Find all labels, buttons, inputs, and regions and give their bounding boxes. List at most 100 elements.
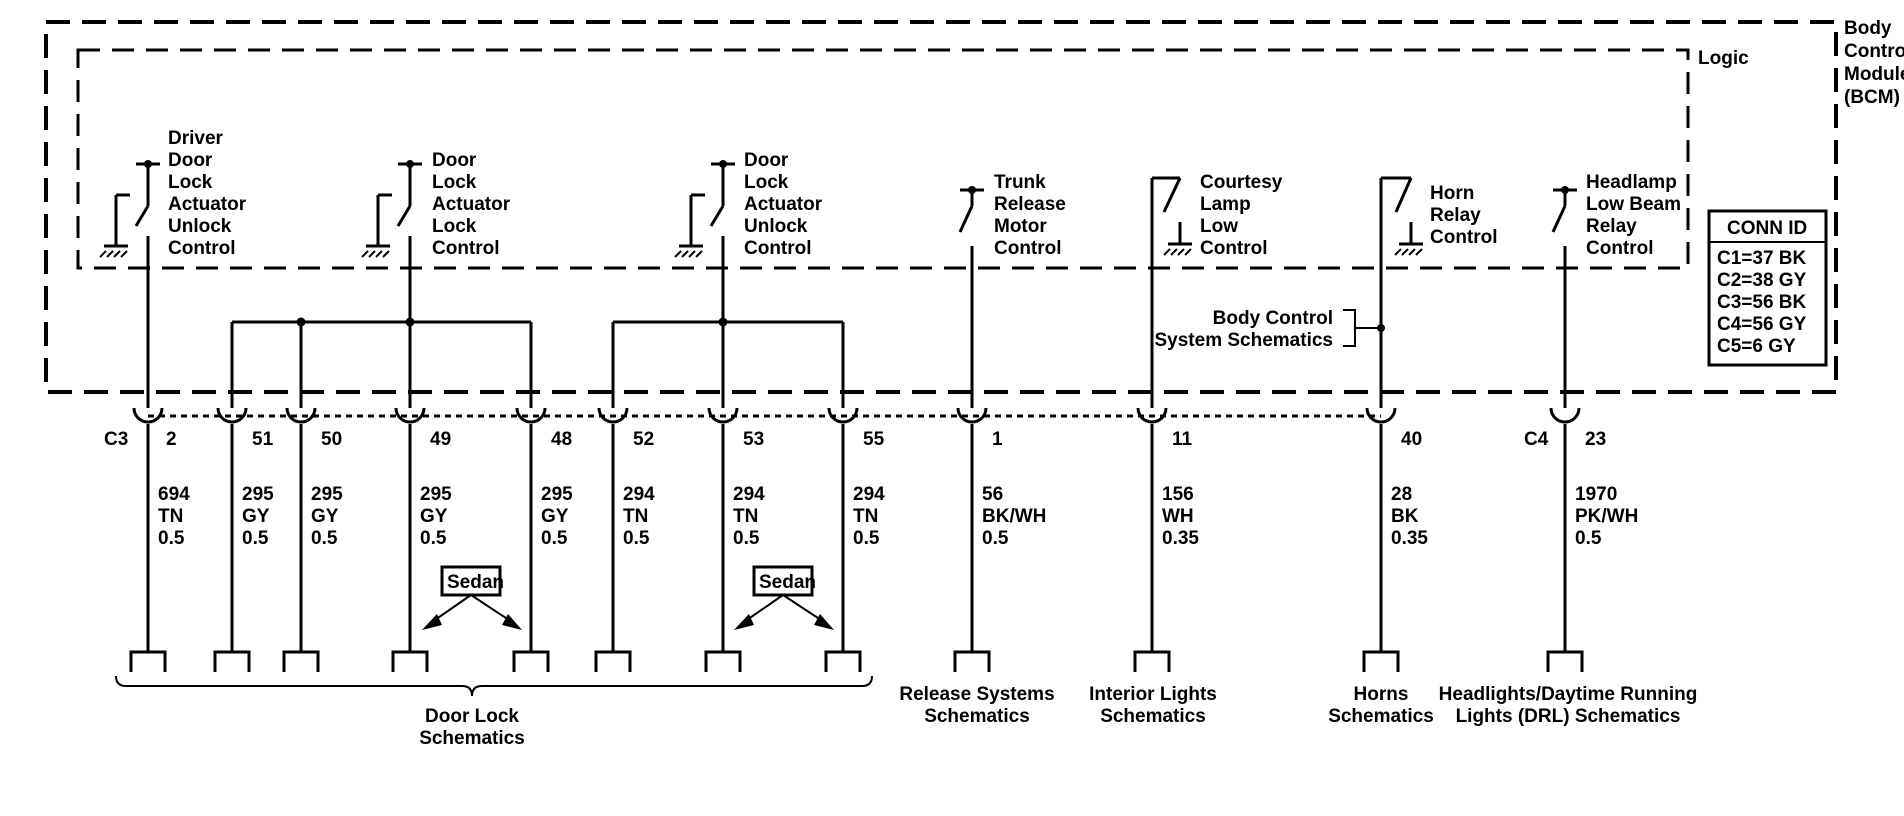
svg-text:295: 295 (242, 484, 274, 505)
svg-text:Release Systems: Release Systems (899, 684, 1054, 705)
svg-text:Unlock: Unlock (168, 216, 232, 237)
switch-door-unlock (674, 160, 735, 408)
switch-label-headlamp-low-beam: Headlamp Low Beam Relay Control (1586, 172, 1681, 259)
bcm-label-3: Module (1844, 64, 1904, 85)
svg-text:BK/WH: BK/WH (982, 506, 1046, 527)
switch-driver-door-unlock (99, 160, 160, 408)
switch-courtesy-lamp (1150, 176, 1192, 408)
svg-text:0.5: 0.5 (242, 528, 269, 549)
svg-text:Courtesy: Courtesy (1200, 172, 1283, 193)
door-lock-brace (115, 675, 873, 697)
bcm-label-2: Control (1844, 41, 1904, 62)
switch-label-trunk-release: Trunk Release Motor Control (994, 172, 1066, 259)
svg-text:0.5: 0.5 (158, 528, 185, 549)
bcm-label-4: (BCM) (1844, 87, 1900, 108)
svg-text:51: 51 (252, 429, 274, 450)
conn-id-row: C4=56 GY (1717, 314, 1807, 335)
svg-text:Control: Control (1430, 227, 1498, 248)
sedan-option-unlock: Sedan (734, 565, 834, 630)
svg-text:1: 1 (992, 429, 1003, 450)
svg-text:Low: Low (1200, 216, 1238, 237)
svg-text:WH: WH (1162, 506, 1194, 527)
switch-trunk-release (958, 186, 984, 408)
reference-connectors (129, 650, 1584, 672)
sedan-option-lock: Sedan (422, 565, 522, 630)
svg-text:GY: GY (242, 506, 270, 527)
svg-text:BK: BK (1391, 506, 1419, 527)
svg-text:TN: TN (623, 506, 648, 527)
svg-text:294: 294 (853, 484, 885, 505)
conn-id-title: CONN ID (1727, 218, 1807, 239)
svg-text:0.5: 0.5 (733, 528, 760, 549)
svg-text:0.5: 0.5 (853, 528, 880, 549)
svg-text:Control: Control (168, 238, 236, 259)
bcm-label-1: Body (1844, 18, 1892, 39)
svg-text:Lights (DRL) Schematics: Lights (DRL) Schematics (1456, 706, 1681, 727)
svg-text:295: 295 (311, 484, 343, 505)
svg-text:Door: Door (744, 150, 789, 171)
svg-text:Lamp: Lamp (1200, 194, 1251, 215)
svg-text:Relay: Relay (1430, 205, 1481, 226)
svg-text:0.35: 0.35 (1391, 528, 1428, 549)
conn-id-row: C1=37 BK (1717, 248, 1807, 269)
bcm-boundary (44, 20, 1838, 394)
svg-text:2: 2 (166, 429, 177, 450)
connector-c3-label: C3 (104, 429, 128, 450)
svg-text:Control: Control (1200, 238, 1268, 259)
body-control-ref: Body Control System Schematics (1155, 308, 1381, 351)
svg-text:Control: Control (994, 238, 1062, 259)
destination-door-lock: Door Lock Schematics (419, 706, 525, 749)
svg-text:49: 49 (430, 429, 451, 450)
svg-text:55: 55 (863, 429, 885, 450)
bus-294 (611, 317, 845, 408)
svg-text:Lock: Lock (432, 172, 477, 193)
svg-text:Release: Release (994, 194, 1066, 215)
svg-text:Actuator: Actuator (432, 194, 511, 215)
svg-text:56: 56 (982, 484, 1003, 505)
svg-text:Sedan: Sedan (447, 572, 504, 593)
svg-text:Body Control: Body Control (1213, 308, 1333, 329)
wires (146, 424, 1567, 652)
destination-headlights: Headlights/Daytime Running Lights (DRL) … (1439, 684, 1698, 727)
conn-id-row: C5=6 GY (1717, 336, 1796, 357)
svg-text:GY: GY (311, 506, 339, 527)
svg-text:Schematics: Schematics (1328, 706, 1434, 727)
svg-text:294: 294 (733, 484, 765, 505)
svg-text:Headlamp: Headlamp (1586, 172, 1677, 193)
svg-text:11: 11 (1172, 429, 1193, 450)
switch-headlamp-low-beam (1551, 186, 1577, 408)
switch-label-door-lock: Door Lock Actuator Lock Control (432, 150, 511, 259)
svg-text:0.5: 0.5 (623, 528, 650, 549)
svg-text:Lock: Lock (432, 216, 477, 237)
svg-text:TN: TN (158, 506, 183, 527)
svg-text:0.5: 0.5 (982, 528, 1009, 549)
destination-horns: Horns Schematics (1328, 684, 1434, 727)
svg-text:295: 295 (541, 484, 573, 505)
svg-text:Actuator: Actuator (744, 194, 823, 215)
svg-text:Lock: Lock (168, 172, 213, 193)
svg-text:Low Beam: Low Beam (1586, 194, 1681, 215)
svg-text:0.5: 0.5 (541, 528, 568, 549)
conn-id-row: C2=38 GY (1717, 270, 1807, 291)
svg-text:294: 294 (623, 484, 655, 505)
svg-text:System Schematics: System Schematics (1155, 330, 1334, 351)
destination-release: Release Systems Schematics (899, 684, 1054, 727)
svg-text:23: 23 (1585, 429, 1606, 450)
svg-text:Control: Control (1586, 238, 1654, 259)
svg-text:Actuator: Actuator (168, 194, 247, 215)
svg-text:Door: Door (168, 150, 213, 171)
svg-text:Control: Control (432, 238, 500, 259)
logic-label: Logic (1698, 48, 1749, 69)
svg-text:PK/WH: PK/WH (1575, 506, 1638, 527)
svg-text:1970: 1970 (1575, 484, 1617, 505)
connector-terminals (132, 407, 1581, 424)
svg-text:694: 694 (158, 484, 190, 505)
switch-label-driver-door-unlock: Driver Door Lock Actuator Unlock Control (168, 128, 247, 259)
svg-text:53: 53 (743, 429, 764, 450)
svg-text:Lock: Lock (744, 172, 789, 193)
svg-text:Schematics: Schematics (1100, 706, 1206, 727)
svg-text:Unlock: Unlock (744, 216, 808, 237)
conn-id-row: C3=56 BK (1717, 292, 1807, 313)
svg-text:0.5: 0.5 (1575, 528, 1602, 549)
